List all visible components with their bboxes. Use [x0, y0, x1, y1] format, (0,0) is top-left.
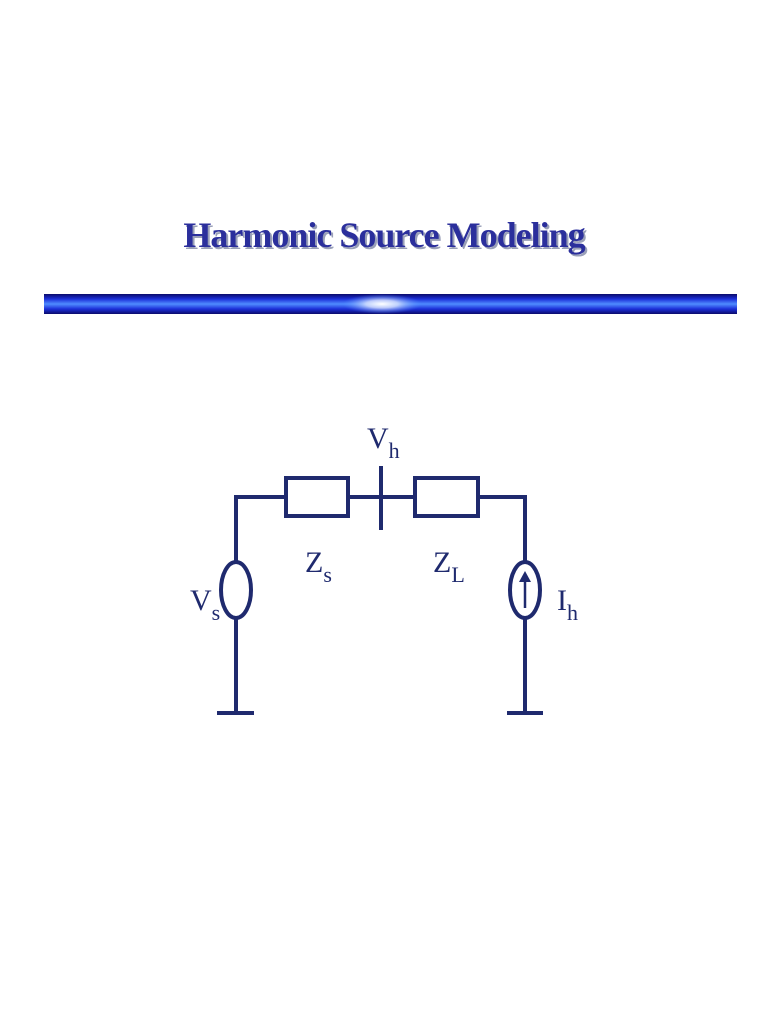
wire-left-top — [234, 495, 286, 562]
source-impedance-label: Zs — [305, 546, 332, 587]
voltage-source-label: Vs — [190, 584, 220, 625]
current-arrow-head-icon — [519, 571, 531, 582]
voltage-source-symbol — [219, 560, 253, 620]
slide-title: Harmonic Source Modeling — [183, 215, 585, 255]
node-voltage-label: Vh — [367, 422, 400, 463]
wire-right-top — [478, 495, 527, 562]
title-divider — [44, 294, 737, 314]
current-source-label: Ih — [557, 584, 578, 625]
source-impedance — [284, 476, 350, 518]
load-impedance-label: ZL — [433, 546, 465, 587]
load-impedance — [413, 476, 480, 518]
